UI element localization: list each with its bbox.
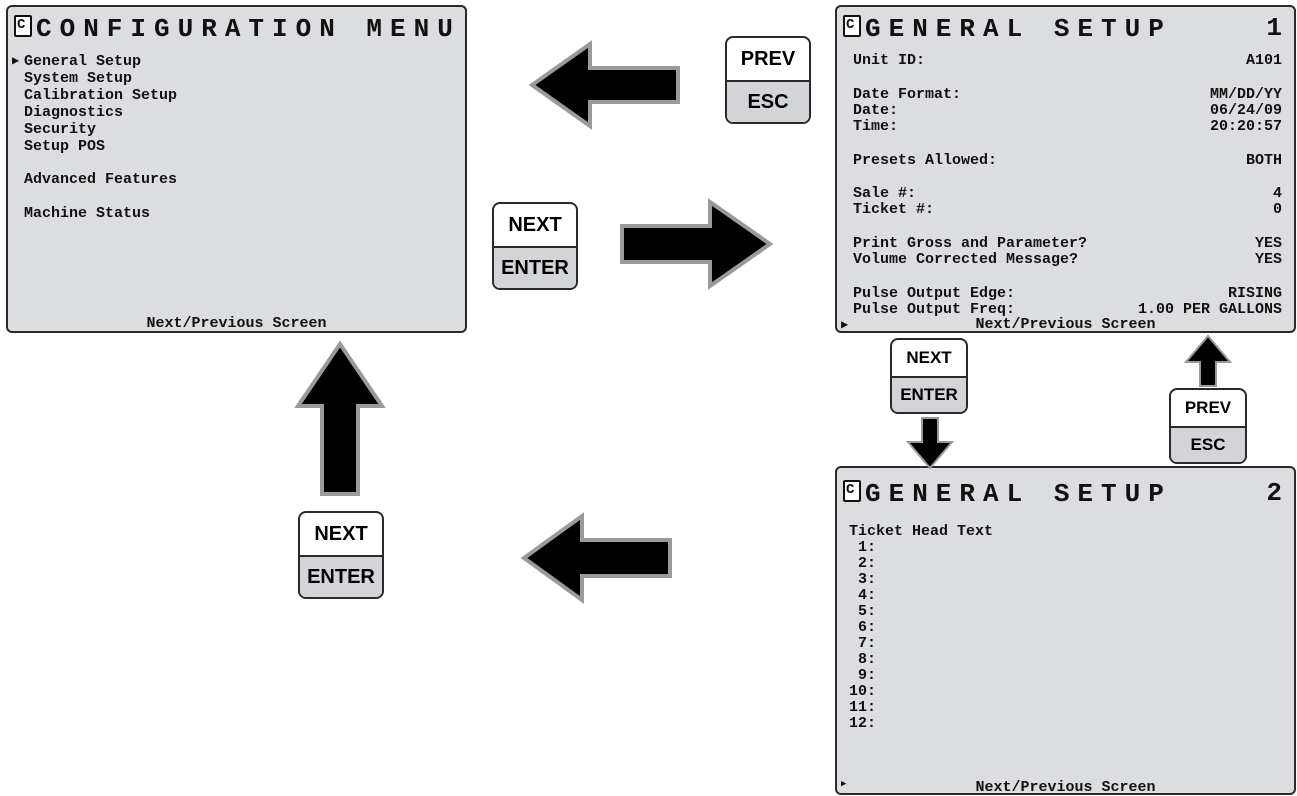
ticket-head-line-2[interactable]: 2: <box>849 555 877 572</box>
time-value[interactable]: 20:20:57 <box>1209 118 1282 135</box>
menu-item-diagnostics[interactable]: Diagnostics <box>24 104 124 121</box>
enter-label: ENTER <box>892 376 966 412</box>
ticket-head-line-11[interactable]: 11: <box>849 699 877 716</box>
pulse-output-freq-label: Pulse Output Freq: <box>853 301 1016 318</box>
next-label: NEXT <box>314 522 368 545</box>
next-label: NEXT <box>508 213 562 236</box>
ticket-number-label: Ticket #: <box>853 201 935 218</box>
menu-item-advanced-features[interactable]: Advanced Features <box>24 171 178 188</box>
pulse-output-freq-value[interactable]: 1.00 PER GALLONS <box>1137 301 1282 318</box>
ticket-head-line-12[interactable]: 12: <box>849 715 877 732</box>
enter-label: ENTER <box>494 246 576 288</box>
tc-logo-icon <box>843 480 861 502</box>
scroll-indicator-icon: ▶ <box>841 779 847 789</box>
unit-id-value[interactable]: A101 <box>1245 52 1282 69</box>
presets-allowed-value[interactable]: BOTH <box>1245 152 1282 169</box>
screen-footer: Next/Previous Screen <box>975 779 1156 796</box>
right-arrow-icon <box>620 198 774 290</box>
screen-title: CONFIGURATION MENU <box>14 15 461 42</box>
enter-label: ENTER <box>300 555 382 597</box>
ticket-head-line-6[interactable]: 6: <box>849 619 877 636</box>
configuration-menu-screen: CONFIGURATION MENU ▶ General Setup Syste… <box>6 5 467 333</box>
volume-corrected-value[interactable]: YES <box>1254 251 1282 268</box>
time-label: Time: <box>853 118 899 135</box>
ticket-head-text-heading: Ticket Head Text <box>849 523 994 540</box>
date-format-value[interactable]: MM/DD/YY <box>1209 86 1282 103</box>
up-arrow-icon <box>1183 334 1233 387</box>
ticket-head-line-9[interactable]: 9: <box>849 667 877 684</box>
ticket-head-line-3[interactable]: 3: <box>849 571 877 588</box>
up-arrow-icon <box>294 340 386 496</box>
next-label: NEXT <box>906 348 952 367</box>
next-enter-key[interactable]: NEXT ENTER <box>492 202 578 290</box>
pulse-output-edge-value[interactable]: RISING <box>1227 285 1282 302</box>
page-number: 1 <box>1266 13 1282 43</box>
volume-corrected-label: Volume Corrected Message? <box>853 251 1079 268</box>
selection-cursor-icon: ▶ <box>12 54 20 68</box>
date-value[interactable]: 06/24/09 <box>1209 102 1282 119</box>
tc-logo-icon <box>14 15 32 37</box>
esc-label: ESC <box>727 80 809 122</box>
general-setup-1-screen: GENERAL SETUP 1 Unit ID: A101 Date Forma… <box>835 5 1296 333</box>
date-label: Date: <box>853 102 899 119</box>
left-arrow-icon <box>520 512 672 604</box>
ticket-head-line-1[interactable]: 1: <box>849 539 877 556</box>
print-gross-value[interactable]: YES <box>1254 235 1282 252</box>
menu-item-setup-pos[interactable]: Setup POS <box>24 138 106 155</box>
menu-item-system-setup[interactable]: System Setup <box>24 70 133 87</box>
tc-logo-icon <box>843 15 861 37</box>
screen-title: GENERAL SETUP <box>843 15 1172 42</box>
menu-item-machine-status[interactable]: Machine Status <box>24 205 151 222</box>
print-gross-label: Print Gross and Parameter? <box>853 235 1088 252</box>
ticket-number-value[interactable]: 0 <box>1272 201 1282 218</box>
sale-number-value[interactable]: 4 <box>1272 185 1282 202</box>
prev-esc-key[interactable]: PREV ESC <box>1169 388 1247 464</box>
prev-esc-key[interactable]: PREV ESC <box>725 36 811 124</box>
menu-item-security[interactable]: Security <box>24 121 97 138</box>
prev-label: PREV <box>1184 398 1232 417</box>
screen-footer: Next/Previous Screen <box>146 315 327 332</box>
menu-item-general-setup[interactable]: General Setup <box>24 53 142 70</box>
scroll-indicator-icon: ▶ <box>841 318 849 332</box>
ticket-head-line-4[interactable]: 4: <box>849 587 877 604</box>
next-enter-key[interactable]: NEXT ENTER <box>890 338 968 414</box>
unit-id-label: Unit ID: <box>853 52 926 69</box>
next-enter-key[interactable]: NEXT ENTER <box>298 511 384 599</box>
screen-footer: Next/Previous Screen <box>975 316 1156 333</box>
date-format-label: Date Format: <box>853 86 962 103</box>
ticket-head-line-5[interactable]: 5: <box>849 603 877 620</box>
prev-label: PREV <box>740 47 796 70</box>
esc-label: ESC <box>1171 426 1245 462</box>
screen-title: GENERAL SETUP <box>843 480 1172 507</box>
down-arrow-icon <box>905 417 955 470</box>
page-number: 2 <box>1266 478 1282 508</box>
menu-item-calibration-setup[interactable]: Calibration Setup <box>24 87 178 104</box>
ticket-head-line-10[interactable]: 10: <box>849 683 877 700</box>
presets-allowed-label: Presets Allowed: <box>853 152 998 169</box>
left-arrow-icon <box>528 40 680 130</box>
pulse-output-edge-label: Pulse Output Edge: <box>853 285 1016 302</box>
ticket-head-line-8[interactable]: 8: <box>849 651 877 668</box>
sale-number-label: Sale #: <box>853 185 917 202</box>
general-setup-2-screen: GENERAL SETUP 2 Ticket Head Text 1: 2: 3… <box>835 466 1296 796</box>
ticket-head-line-7[interactable]: 7: <box>849 635 877 652</box>
